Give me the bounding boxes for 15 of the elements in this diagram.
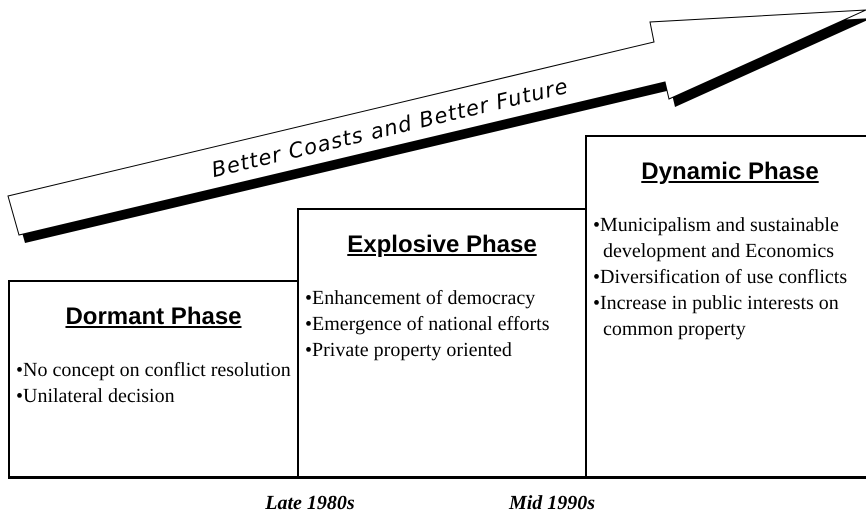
phase-heading-box: Explosive Phase xyxy=(297,208,587,281)
bullet-item: •Increase in public interests on common property xyxy=(593,291,840,342)
bullet-item: •No concept on conflict resolution xyxy=(16,358,292,383)
bullet-item: •Unilateral decision xyxy=(16,384,176,409)
period-label: Late 1980s xyxy=(265,492,355,514)
arrow-label: Better Coasts and Better Future xyxy=(209,74,571,182)
phase-heading-box: Dormant Phase xyxy=(8,280,299,353)
phase-heading-box: Dynamic Phase xyxy=(585,135,866,208)
phase-description-box xyxy=(8,351,299,478)
period-label: Mid 1990s xyxy=(508,492,596,514)
bullet-item: •Emergence of national efforts xyxy=(305,312,551,337)
bullet-item: •Private property oriented xyxy=(305,338,513,363)
bullet-item: •Enhancement of democracy xyxy=(305,286,536,311)
bullet-item: •Municipalism and sustainable development and Economics xyxy=(593,213,840,264)
bullet-item: •Diversification of use conflicts xyxy=(593,265,848,290)
